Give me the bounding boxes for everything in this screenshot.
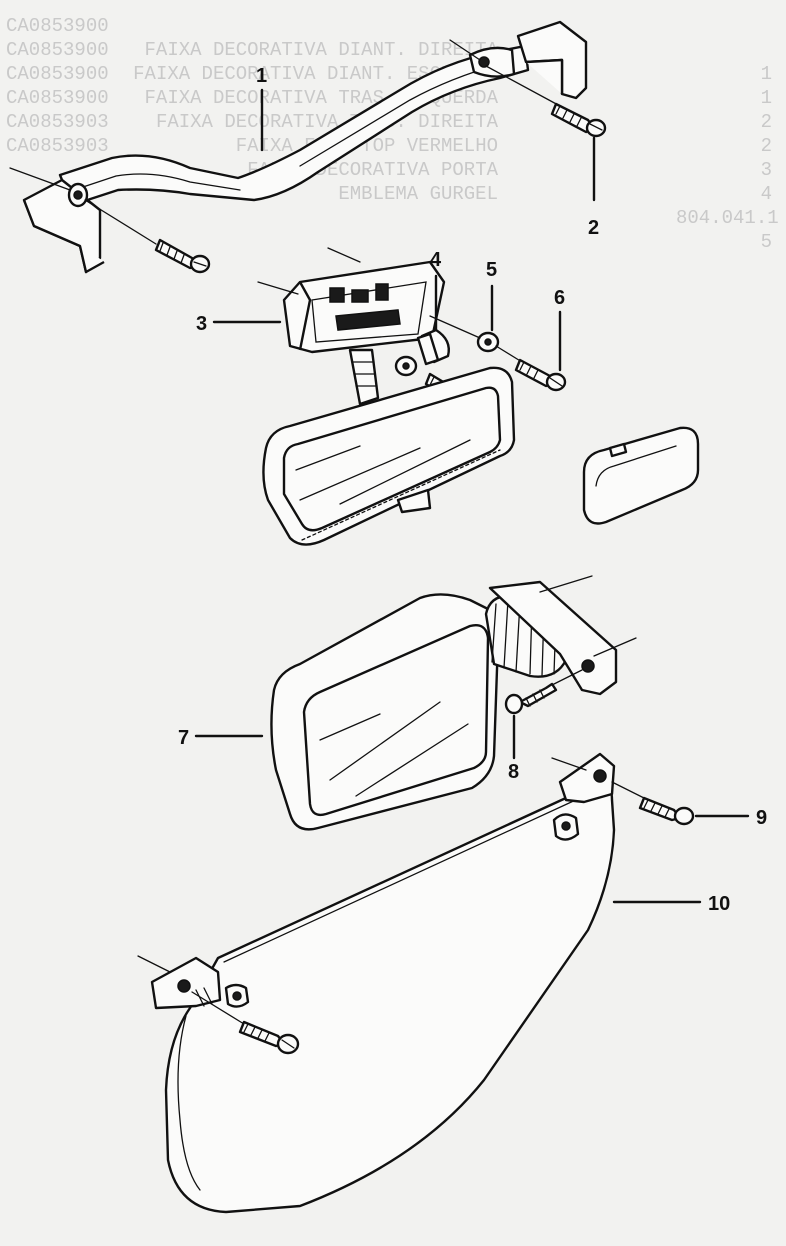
part-4-lamp-bulb — [416, 328, 450, 366]
bleed-row: CA0853900 FAIXA DECORATIVA TRAS. DIREITA… — [0, 62, 786, 157]
bleed-ref: 804.041.1 — [676, 207, 779, 229]
callout-10: 10 — [708, 893, 730, 915]
bleed-item: 1 — [760, 63, 772, 85]
part-8-screw — [504, 669, 583, 715]
bleed-row: EMBLEMA GURGEL 804.041.1 5 — [0, 134, 786, 253]
callout-4: 4 — [430, 249, 442, 271]
callout-8: 8 — [508, 761, 519, 783]
bleed-desc: EMBLEMA GURGEL — [338, 183, 498, 205]
callout-labels: 1 2 3 4 5 6 7 8 9 10 — [178, 65, 767, 915]
bleed-desc: FAIXA DECORATIVA DIANT. DIREITA — [144, 39, 498, 61]
bleed-row: CA0853900 FAIXA DECORATIVA DIANT. DIREIT… — [0, 0, 786, 85]
part-10-sun-visor — [137, 752, 616, 1214]
callout-leaders — [194, 88, 750, 904]
callout-5: 5 — [486, 259, 497, 281]
bleed-code: CA0853903 — [6, 111, 109, 133]
part-2-screw — [485, 65, 607, 138]
part-3-mount-base — [257, 247, 446, 406]
part-5-washer — [394, 315, 500, 377]
callout-3: 3 — [196, 313, 207, 335]
bleed-code: CA0853900 — [6, 63, 109, 85]
callout-7: 7 — [178, 727, 189, 749]
part-1-mirror-support-bar — [9, 20, 588, 274]
bleed-item: 2 — [760, 135, 772, 157]
loose-lens-cover — [582, 426, 700, 525]
part-9-screw — [611, 781, 695, 826]
bleed-item: 2 — [760, 111, 772, 133]
callout-6: 6 — [554, 287, 565, 309]
bleed-code: CA0853903 — [6, 135, 109, 157]
bleed-item: 5 — [760, 231, 772, 253]
bleed-item: 4 — [760, 183, 772, 205]
bleed-code: CA0853900 — [6, 39, 109, 61]
interior-mirror-body — [262, 366, 516, 546]
bleed-item: 3 — [760, 159, 772, 181]
bleed-item: 1 — [760, 87, 772, 109]
visor-left-screw — [191, 991, 300, 1055]
bleed-code: CA0853900 — [6, 87, 109, 109]
bleed-code: CA0853900 — [6, 15, 109, 37]
callout-9: 9 — [756, 807, 767, 829]
callout-1: 1 — [256, 65, 267, 87]
part-7-exterior-mirror — [270, 575, 637, 831]
callout-2: 2 — [588, 217, 599, 239]
